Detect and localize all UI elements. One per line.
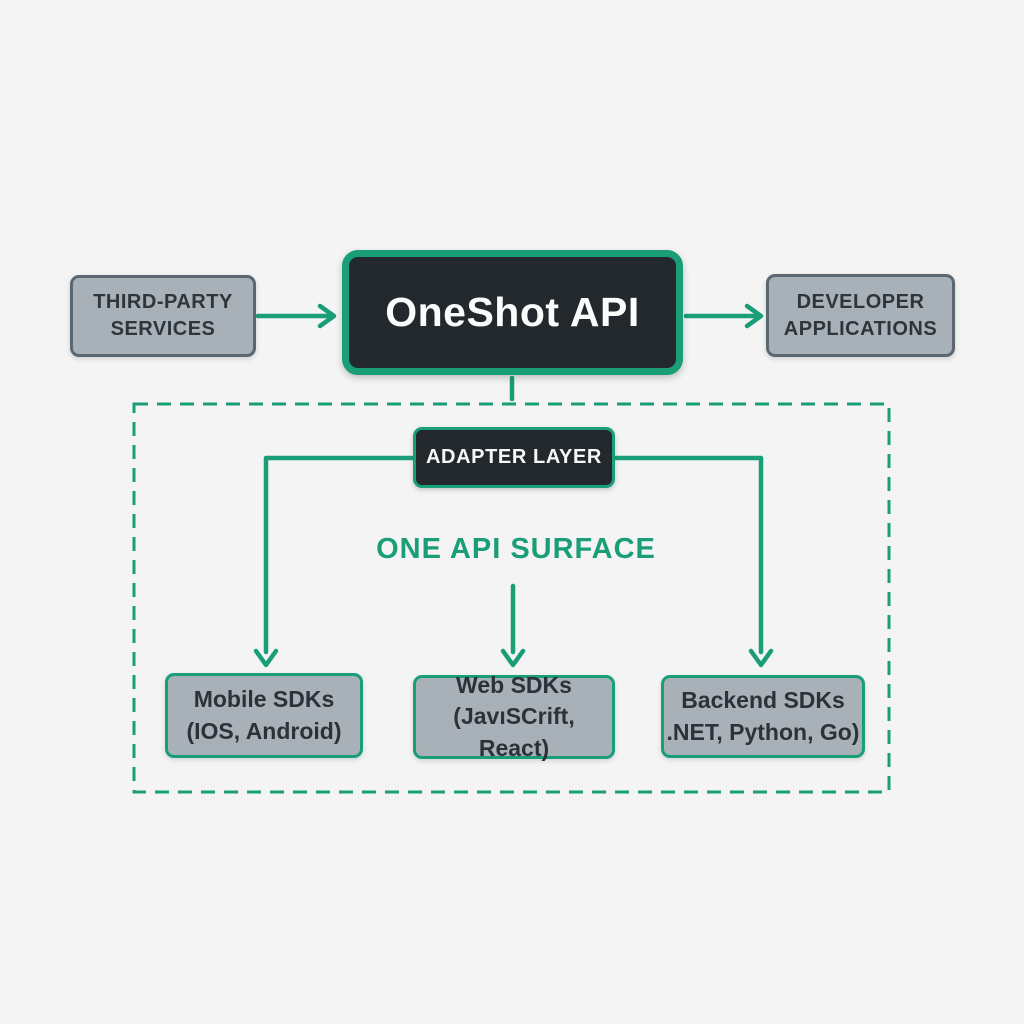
node-adapter-layer: ADAPTER LAYER bbox=[413, 427, 615, 488]
node-label-line: Backend SDKs bbox=[681, 687, 845, 714]
node-label-line: DEVELOPER bbox=[796, 290, 925, 313]
arrow-web-head bbox=[500, 648, 526, 668]
node-label-line: (IOS, Android) bbox=[186, 717, 342, 744]
node-label-line: SERVICES bbox=[110, 318, 216, 340]
node-developer-applications: DEVELOPER APPLICATIONS bbox=[766, 274, 955, 357]
node-label-line: APPLICATIONS bbox=[783, 317, 938, 340]
node-backend-sdks: Backend SDKs .NET, Python, Go) bbox=[661, 675, 865, 758]
line-adapter-to-backend bbox=[612, 455, 764, 655]
node-label-line: (JavıSCrift, React) bbox=[453, 703, 575, 761]
arrow-mobile-head bbox=[253, 648, 279, 668]
node-mobile-sdks: Mobile SDKs (IOS, Android) bbox=[165, 673, 363, 758]
node-label: ADAPTER LAYER bbox=[426, 446, 602, 468]
node-label-line: Web SDKs bbox=[456, 672, 572, 699]
node-oneshot-api: OneShot API bbox=[342, 250, 683, 375]
node-label: OneShot API bbox=[385, 289, 640, 335]
node-web-sdks: Web SDKs (JavıSCrift, React) bbox=[413, 672, 615, 761]
node-third-party-services: THIRD-PARTY SERVICES bbox=[70, 275, 256, 357]
dashed-zone-border bbox=[132, 402, 891, 794]
line-adapter-to-mobile bbox=[263, 455, 416, 655]
node-label-line: .NET, Python, Go) bbox=[666, 718, 860, 745]
one-api-surface-title: ONE API SURFACE bbox=[376, 533, 656, 565]
node-label-line: Mobile SDKs bbox=[193, 686, 335, 713]
arrow-thirdparty-to-oneshot-head bbox=[317, 303, 337, 329]
arrow-backend-head bbox=[748, 648, 774, 668]
arrow-oneshot-to-developer-head bbox=[744, 303, 764, 329]
node-label-line: THIRD-PARTY bbox=[93, 291, 233, 313]
